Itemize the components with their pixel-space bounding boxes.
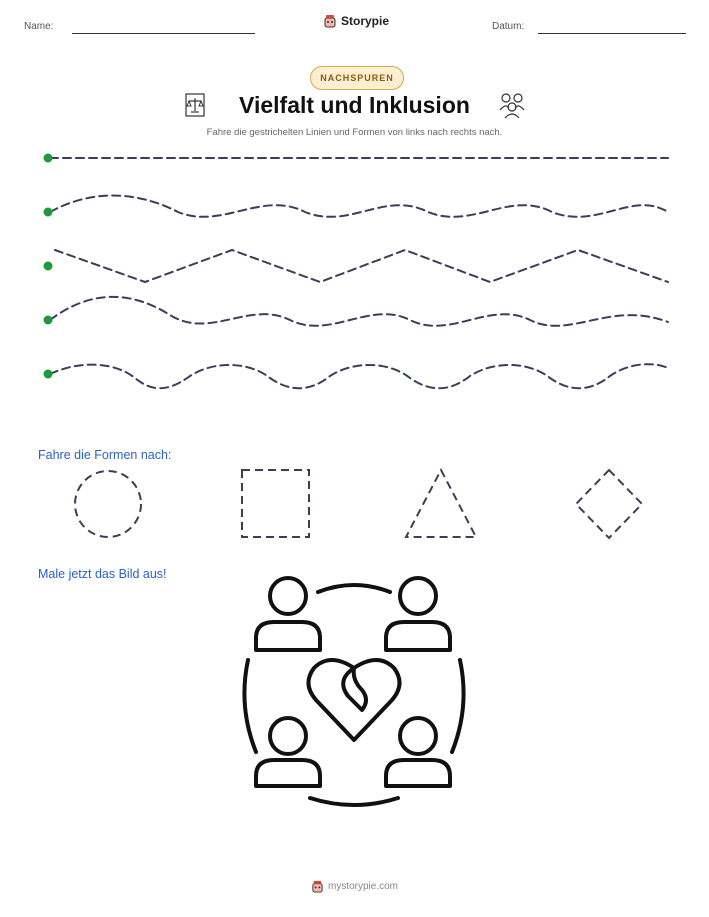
brand-name: Storypie (341, 14, 390, 28)
start-dot (43, 261, 53, 271)
tracing-line-sine (49, 295, 669, 327)
storypie-logo-icon (312, 880, 323, 893)
tracing-line-bumps (49, 363, 669, 390)
name-field[interactable] (72, 33, 255, 34)
people-heart-icon (242, 576, 466, 807)
shapes-heading: Fahre die Formen nach: (38, 448, 172, 462)
brand-logo: Storypie (323, 14, 389, 28)
shape-triangle (404, 467, 478, 538)
start-dot (43, 315, 53, 325)
page-title: Vielfalt und Inklusion (239, 92, 470, 118)
category-badge: NACHSPUREN (310, 66, 404, 90)
start-dot (43, 369, 53, 379)
tracing-shapes (74, 467, 644, 540)
diverse-people-icon (499, 93, 525, 119)
start-dot (43, 207, 53, 217)
shape-diamond (574, 468, 644, 540)
shape-circle (74, 470, 142, 538)
scales-icon (185, 93, 205, 117)
shape-square (241, 469, 310, 538)
tracing-lines (43, 153, 669, 390)
date-label: Datum: (492, 21, 525, 32)
name-label: Name: (24, 21, 54, 32)
instructions: Fahre die gestrichelten Linien und Forme… (206, 127, 503, 138)
date-field[interactable] (538, 33, 686, 34)
color-heading: Male jetzt das Bild aus! (38, 567, 167, 581)
tracing-line-wave (49, 194, 669, 218)
tracing-line-zigzag (54, 248, 669, 284)
start-dot (43, 153, 53, 163)
storypie-logo-icon (324, 15, 336, 28)
footer-url[interactable]: mystorypie.com (327, 881, 398, 892)
footer: mystorypie.com (0, 880, 709, 893)
